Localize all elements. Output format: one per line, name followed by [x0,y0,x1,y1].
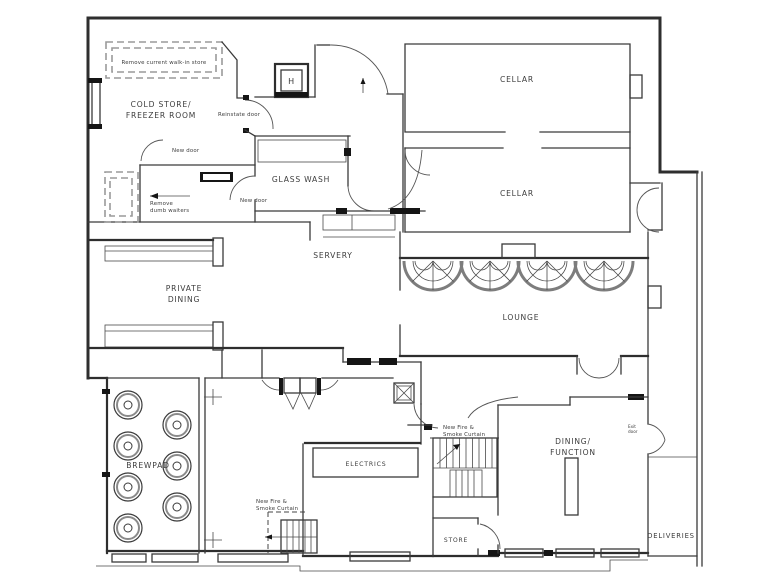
brew-tank [113,431,143,461]
labels: CELLAR CELLAR COLD STORE/ FREEZER ROOM G… [122,60,695,544]
door-threshold [344,148,351,156]
stairs-store-block [407,396,519,557]
window-cap [88,124,102,129]
electrics-room [312,447,419,478]
deliveries-corridor [628,187,697,557]
room-label-cold-store-2: FREEZER ROOM [126,111,196,120]
door-threshold [379,358,397,365]
window [217,553,289,563]
arch [459,260,521,292]
wall-tick [102,389,110,394]
room-label-lounge: LOUNGE [503,313,540,322]
arch [573,260,635,292]
wall-alcove [647,285,662,309]
room-label-cellar-top: CELLAR [500,75,534,84]
bar-counter [564,457,579,516]
room-label-glass-wash: GLASS WASH [272,175,330,184]
lift-area [254,44,431,233]
annotation-new-door-lower: New door [240,198,268,204]
lounge-arches [402,260,635,292]
annotation-exit-door-1: Exit [628,424,636,429]
brew-tank [113,390,143,420]
bench [104,324,214,348]
main-stairs [432,437,498,498]
door-threshold [488,550,500,556]
window-cap [88,78,102,83]
room-label-private-dining-1: PRIVATE [166,284,202,293]
window [349,551,411,562]
brewpad-area [102,377,222,554]
room-label-deliveries: DELIVERIES [647,532,695,540]
door-threshold [544,550,553,556]
lift-car [280,69,303,92]
room-label-brewpad: BREWPAD [126,461,170,470]
lift-threshold [275,92,308,97]
glasswash-counter [257,139,347,163]
cold-store-area [87,41,311,241]
lounge-area [398,231,650,379]
annotation-remove-dumb-2: dumb waiters [150,208,189,214]
dumb-waiter-outline [104,171,139,223]
annotation-new-door-upper: New door [172,148,200,154]
bottom-walls [105,548,650,563]
cellar-wall-box [629,74,643,99]
room-label-servery: SERVERY [313,251,353,260]
arch [402,260,464,292]
room-label-cellar-mid: CELLAR [500,189,534,198]
door-jamb [243,95,249,100]
annotation-fire-curtain-left-2: Smoke Curtain [256,506,298,512]
door-threshold [347,358,371,365]
wall-tick [102,472,110,477]
cellar-block [404,43,663,233]
room-label-dining-function-1: DINING/ [555,437,591,446]
annotation-reinstate-door: Reinstate door [218,112,261,118]
room-label-private-dining-2: DINING [168,295,200,304]
brew-tank [113,472,143,502]
worktop-inner [203,174,230,180]
arch [516,260,578,292]
annotation-remove-walkin: Remove current walk-in store [122,60,207,66]
bench [104,245,214,262]
room-label-cold-store-1: COLD STORE/ [131,100,192,109]
dumb-waiter-outline-inner [109,177,133,217]
window [555,548,595,558]
door-threshold [424,424,432,430]
wall-end-block [212,237,224,267]
annotation-fire-curtain-left-1: New Fire & [256,499,288,505]
dining-function-area [497,396,649,554]
brew-tanks [113,390,192,543]
brew-tank [162,410,192,440]
brew-tank [113,513,143,543]
annotation-exit-door-2: door [628,429,638,434]
window [151,553,199,563]
door-threshold [336,208,347,214]
lift-label: H [288,77,295,86]
window [111,553,147,563]
wall-end-block [212,321,224,351]
room-label-store: STORE [444,537,468,544]
lounge-wall-box [501,243,536,259]
hoppers [261,377,339,410]
room-label-dining-function-2: FUNCTION [550,448,596,457]
annotation-fire-curtain-mid-2: Smoke Curtain [443,432,485,438]
servery-area [254,149,426,238]
door-threshold [390,208,420,214]
walkin-store-outline [105,41,223,79]
private-dining-area [86,237,422,365]
bottom-center [204,349,439,557]
walkin-store-outline-inner [111,47,217,73]
brew-tank [162,451,192,481]
window [504,548,544,558]
duct-symbol [393,382,415,404]
brew-tank [162,492,192,522]
servery-counter [322,214,396,231]
room-label-electrics: ELECTRICS [346,461,387,468]
annotation-fire-curtain-mid-1: New Fire & [443,425,475,431]
window [600,548,640,558]
annotation-remove-dumb-1: Remove [150,201,174,207]
